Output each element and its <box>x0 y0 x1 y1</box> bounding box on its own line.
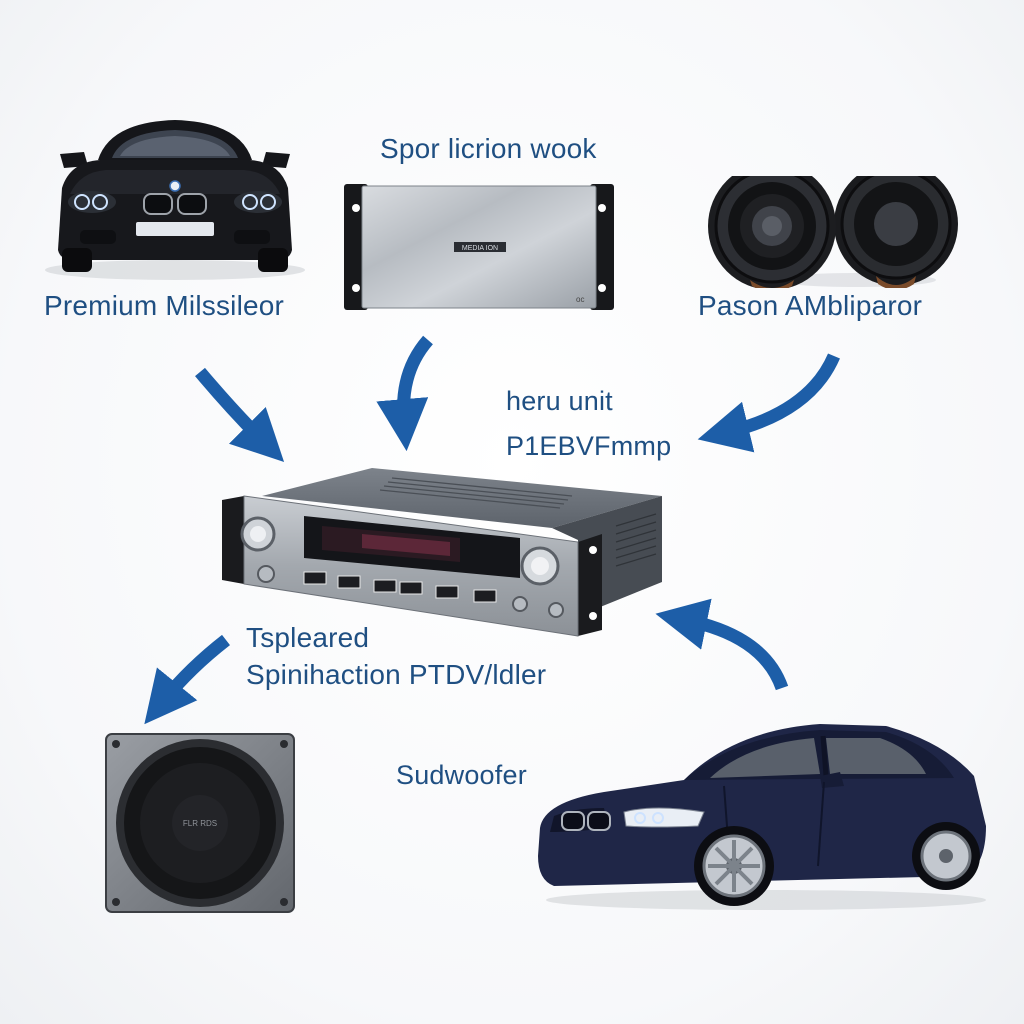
head-unit-image <box>222 468 662 637</box>
amplifier-badge-text: MEDIA ION <box>462 245 498 252</box>
spinihaction-label: Spinihaction PTDV/ldler <box>246 659 547 690</box>
black-sedan-front-image <box>45 120 305 280</box>
head-unit-model-label: P1EBVFmmp <box>506 431 672 461</box>
tspleared-label: Tspleared <box>246 622 370 653</box>
arrow-amp-to-headunit <box>376 335 434 452</box>
amplifier-corner-text: oc <box>576 295 584 304</box>
arrow-car-to-headunit-bottom <box>655 598 789 691</box>
subwoofer-center-text: FLR RDS <box>183 819 217 828</box>
head-unit-label: heru unit <box>506 386 613 416</box>
subwoofer-label: Sudwoofer <box>396 760 527 790</box>
arrow-car-to-headunit <box>195 367 285 463</box>
speaker-label: Pason AMbliparor <box>698 290 923 321</box>
premium-label: Premium Milssileor <box>44 290 285 321</box>
amplifier-label: Spor licrion wook <box>380 133 597 164</box>
subwoofer-image: FLR RDS <box>105 733 295 913</box>
arrow-headunit-to-subwoofer <box>144 634 230 725</box>
speaker-pair-image <box>708 176 958 288</box>
amplifier-image: MEDIA ION oc <box>344 184 614 310</box>
blue-sedan-image <box>538 724 986 910</box>
arrow-speakers-to-headunit <box>697 353 840 453</box>
